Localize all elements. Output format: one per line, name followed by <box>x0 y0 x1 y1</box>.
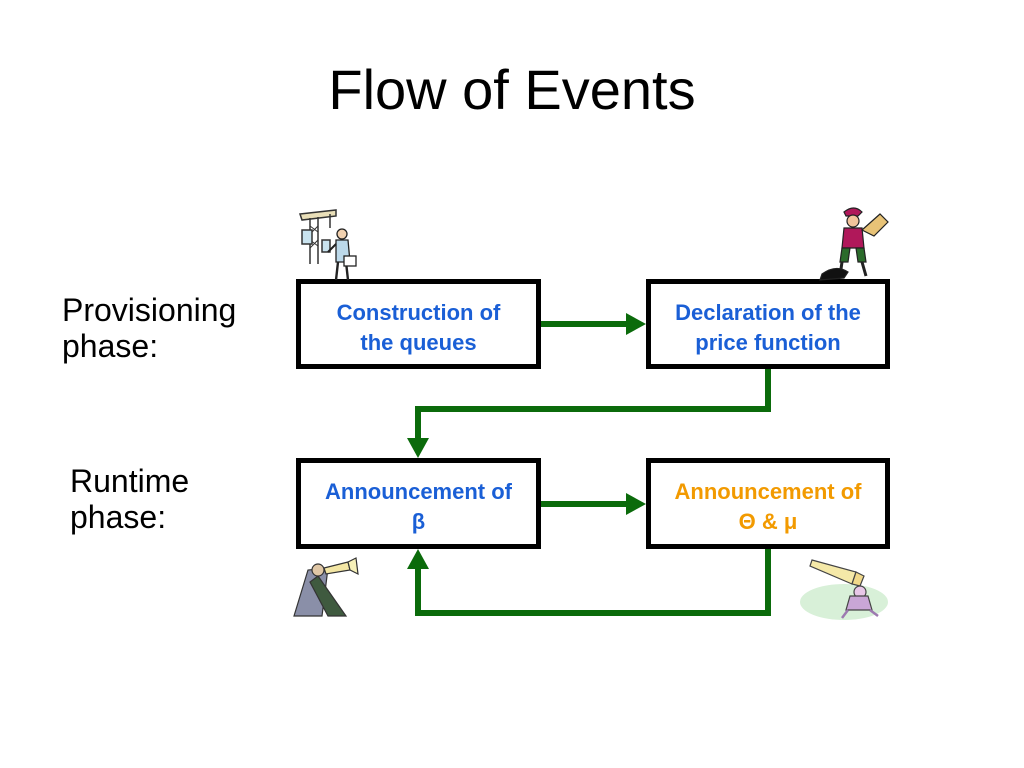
theta-box-line-1: Announcement of <box>674 479 862 504</box>
herald-scroll-clipart-icon <box>819 207 889 281</box>
megaphone-announcer-clipart-icon <box>800 559 888 620</box>
construction-box-line-1: Construction of <box>336 300 501 325</box>
arrowhead-beta-to-theta <box>626 493 646 515</box>
runtime-phase-label: Runtime phase: <box>70 463 189 535</box>
declaration-box-line-1: Declaration of the <box>675 300 861 325</box>
announcement-of-beta-box: Announcement of β <box>296 458 541 549</box>
arrowhead-declaration-to-beta <box>407 438 429 458</box>
arrow-declaration-to-beta <box>415 369 771 440</box>
declaration-of-price-function-box: Declaration of the price function <box>646 279 890 369</box>
construction-of-queues-box: Construction of the queues <box>296 279 541 369</box>
beta-box-line-1: Announcement of <box>325 479 512 504</box>
theta-box-line-2: Θ & μ <box>738 509 798 534</box>
construction-box-line-2: the queues <box>360 330 477 355</box>
arrowhead-construction-to-declaration <box>626 313 646 335</box>
beta-box-line-2: β <box>411 509 426 534</box>
arrow-theta-to-beta-loop <box>415 549 771 616</box>
trumpet-announcer-clipart-icon <box>293 557 359 617</box>
provisioning-phase-label: Provisioning phase: <box>62 292 236 364</box>
arrowhead-theta-to-beta-loop <box>407 549 429 569</box>
runtime-phase-label-line-1: Runtime <box>70 463 190 499</box>
construction-worker-clipart-icon <box>298 209 357 281</box>
provisioning-phase-label-line-1: Provisioning <box>62 292 237 328</box>
provisioning-phase-label-line-2: phase: <box>62 328 159 364</box>
runtime-phase-label-line-2: phase: <box>70 499 167 535</box>
page-title: Flow of Events <box>328 58 696 121</box>
announcement-of-theta-mu-box: Announcement of Θ & μ <box>646 458 890 549</box>
declaration-box-line-2: price function <box>695 330 841 355</box>
